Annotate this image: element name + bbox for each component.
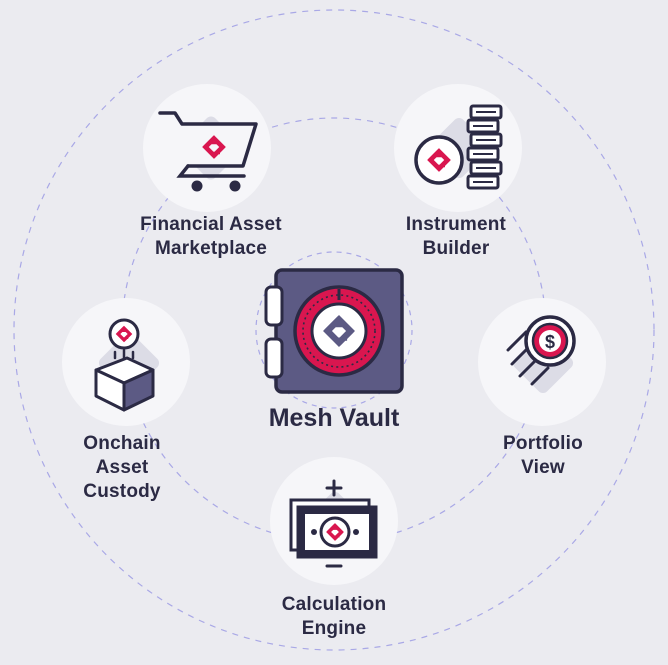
- shopping-cart-icon: [143, 84, 271, 212]
- vault-safe-icon: [264, 268, 404, 394]
- label-line: Portfolio: [503, 433, 583, 454]
- label-line: View: [521, 457, 565, 478]
- center-title: Mesh Vault: [268, 404, 400, 432]
- svg-text:$: $: [545, 332, 555, 352]
- label-line: Onchain: [83, 433, 161, 454]
- label-line: Builder: [422, 238, 490, 259]
- node-label-custody: Onchain Asset Custody: [62, 432, 182, 504]
- node-label-marketplace: Financial Asset Marketplace: [130, 213, 292, 261]
- label-line: Asset: [95, 457, 149, 478]
- node-label-builder: Instrument Builder: [392, 213, 520, 261]
- dollar-coin-icon: $: [478, 298, 606, 426]
- label-line: Financial Asset: [140, 214, 282, 235]
- label-line: Custody: [83, 481, 161, 502]
- banknote-icon: [270, 457, 398, 585]
- outer-orbit-ring: [13, 9, 655, 651]
- label-line: Marketplace: [154, 238, 268, 259]
- vault-orbit-ring: [255, 251, 413, 409]
- node-label-calculation: Calculation Engine: [264, 593, 404, 641]
- label-line: Instrument: [405, 214, 507, 235]
- node-label-portfolio: Portfolio View: [486, 432, 600, 480]
- coin-stack-icon: [394, 84, 522, 212]
- label-line: Calculation: [281, 594, 387, 615]
- label-line: Engine: [301, 618, 367, 639]
- box-custody-icon: [62, 298, 190, 426]
